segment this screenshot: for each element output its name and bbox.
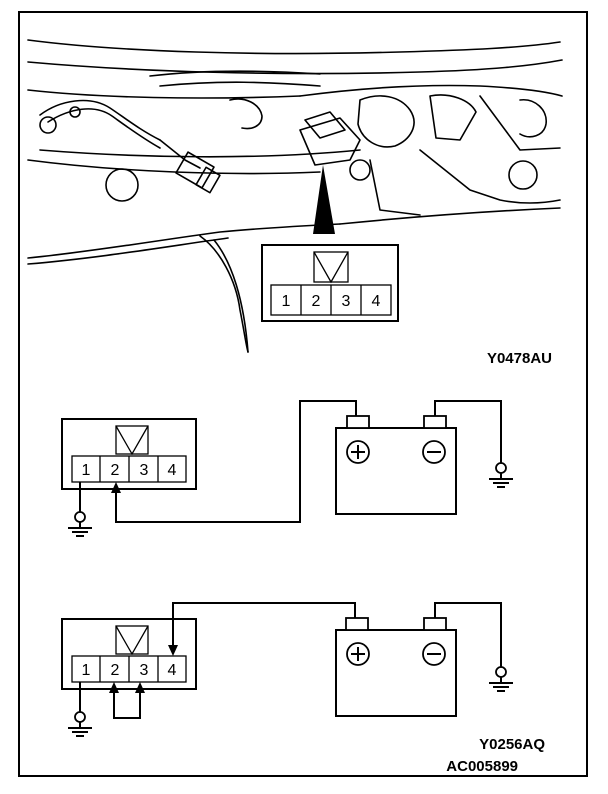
figure-code-bottom: Y0256AQ <box>479 736 545 753</box>
c1-pin-4-label: 4 <box>168 462 177 479</box>
figure-code-top: Y0478AU <box>487 350 552 367</box>
pin-3-label: 3 <box>342 293 351 310</box>
pointer-arrow <box>313 165 335 234</box>
test-circuit-2: 1 2 3 4 <box>61 602 513 737</box>
vehicle-illustration <box>27 39 563 353</box>
pin-1-label: 1 <box>282 293 291 310</box>
c2-pin-4-label: 4 <box>168 662 177 679</box>
c2-pin-2-label: 2 <box>111 662 120 679</box>
pin-2-label: 2 <box>312 293 321 310</box>
document-code: AC005899 <box>446 758 518 775</box>
c2-pin-3-label: 3 <box>140 662 149 679</box>
connector-callout-top: 1 2 3 4 <box>261 244 399 322</box>
c1-pin-3-label: 3 <box>140 462 149 479</box>
c1-pin-2-label: 2 <box>111 462 120 479</box>
c2-pin-1-label: 1 <box>82 662 91 679</box>
test-circuit-1: 1 2 3 4 <box>61 400 513 537</box>
figure-border <box>18 11 588 777</box>
pin-4-label: 4 <box>372 293 381 310</box>
c1-pin-1-label: 1 <box>82 462 91 479</box>
